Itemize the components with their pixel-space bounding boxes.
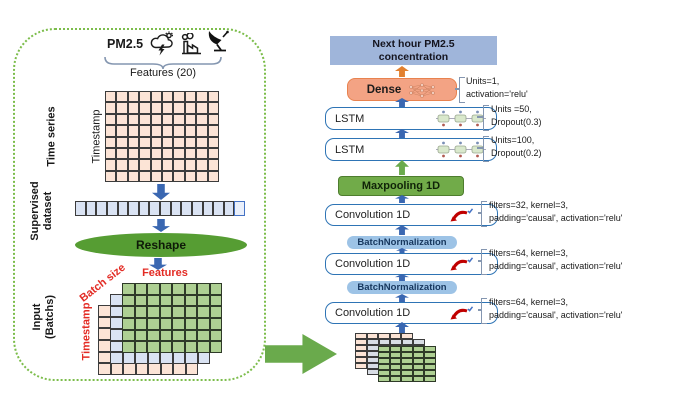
lstm-cells-icon (435, 141, 487, 158)
conv1-annotation-bracket (481, 201, 487, 227)
timestamp-red-axis-label: Timestamp (80, 302, 93, 361)
conv3-annotation-tick (478, 309, 481, 311)
features-axis-label: Features (142, 267, 188, 279)
flow-arrow-maxpool-to-lstm2 (395, 160, 409, 175)
conv3-annotation-bracket (481, 298, 487, 324)
input-batches-label: Input (Batchs) (31, 295, 56, 340)
conv1-params: filters=32, kernel=3,padding='causal', a… (489, 200, 623, 223)
weather-icon (149, 31, 176, 61)
flow-arrow-bn1-to-conv1 (395, 225, 409, 235)
flow-arrow-conv3-to-bn2 (395, 294, 409, 302)
flow-arrow-dense-to-output (395, 66, 409, 77)
lstm1-annotation-tick (477, 116, 483, 118)
flow-arrow-conv1-to-maxpool (395, 195, 409, 203)
conv2-annotation-bracket (481, 249, 487, 275)
conv1-annotation-tick (478, 212, 481, 214)
lstm1-params: Units =50,Dropout(0.3) (491, 104, 542, 127)
dense-icon (407, 82, 437, 98)
features-brace (104, 56, 222, 75)
pm25-label: PM2.5 (107, 37, 144, 51)
lstm2-annotation-bracket (483, 136, 489, 162)
convolution-icon (450, 256, 474, 272)
lstm-cells-icon (435, 110, 487, 127)
flow-arrow-panel-to-model (265, 334, 337, 374)
satellite-dish-icon (206, 29, 230, 60)
flow-arrow-input-to-conv3 (395, 322, 409, 333)
features-count-label: Features (20) (129, 67, 197, 79)
convolution-icon (450, 305, 474, 321)
flow-arrow-conv2-to-bn1 (396, 248, 408, 254)
lstm1-annotation-bracket (483, 105, 489, 131)
batchnorm1-box: BatchNormalization (347, 236, 457, 249)
flow-arrow-lstm2-to-lstm1 (395, 129, 409, 138)
flow-arrow-lstm1-to-dense (395, 98, 409, 107)
time-series-label: Time series (45, 106, 58, 167)
conv2-annotation-tick (478, 260, 481, 262)
output-box: Next hour PM2.5 concentration (330, 36, 497, 65)
conv3-layer-box: Convolution 1D (325, 302, 498, 324)
input-pipeline-panel (13, 28, 266, 381)
lstm2-params: Units=100,Dropout(0.2) (491, 135, 542, 158)
supervised-dataset-row (75, 201, 245, 216)
batchnorm2-box: BatchNormalization (347, 281, 457, 294)
conv2-params: filters=64, kernel=3,padding='causal', a… (489, 248, 623, 271)
batch-layer-front (122, 283, 222, 353)
time-series-grid (105, 91, 219, 182)
conv3-params: filters=64, kernel=3,padding='causal', a… (489, 297, 623, 320)
maxpooling-layer-box: Maxpooling 1D (338, 176, 464, 196)
reshape-node: Reshape (75, 233, 247, 257)
lstm2-annotation-tick (477, 147, 483, 149)
model-input-layer-front (378, 346, 436, 382)
model-input-stack (355, 333, 436, 382)
dense-annotation-tick (455, 88, 459, 90)
conv1-layer-box: Convolution 1D (325, 204, 498, 226)
timestamp-axis-label: Timestamp (90, 109, 103, 164)
supervised-dataset-label: Supervised dataset (29, 181, 54, 241)
lstm2-layer-box: LSTM (325, 138, 497, 161)
dense-layer-box: Dense (347, 78, 457, 101)
dense-annotation-bracket (459, 77, 465, 103)
input-batch-stack (98, 283, 222, 375)
convolution-icon (450, 207, 474, 223)
dense-params: Units=1,activation='relu' (466, 76, 528, 99)
conv2-layer-box: Convolution 1D (325, 253, 498, 275)
factory-icon (180, 32, 203, 60)
lstm1-layer-box: LSTM (325, 107, 497, 130)
flow-arrow-bn2-to-conv2 (395, 274, 409, 281)
